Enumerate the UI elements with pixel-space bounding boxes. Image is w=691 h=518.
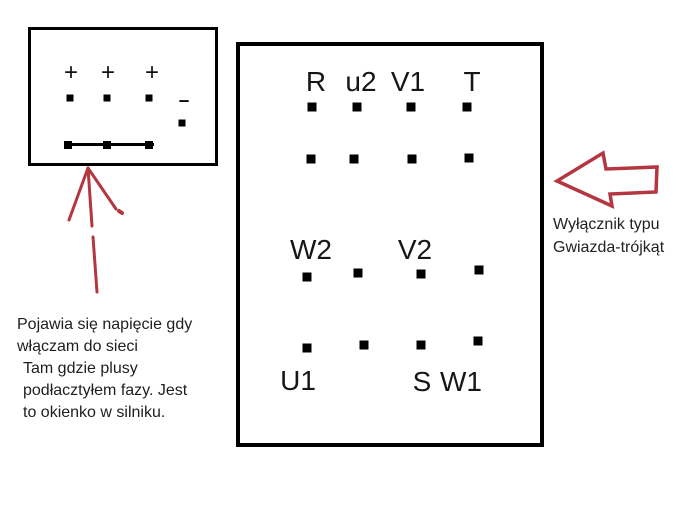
terminal-dot — [352, 102, 362, 112]
terminal-dot — [306, 154, 316, 164]
terminal-dot — [353, 268, 363, 278]
terminal-dot — [407, 154, 417, 164]
switch-caption-line: Gwiazda-trójkąt — [553, 239, 665, 256]
terminal-dot — [349, 154, 359, 164]
plus-symbol: + — [144, 59, 160, 86]
terminal-dot — [406, 102, 416, 112]
terminal-dot — [359, 340, 369, 350]
terminal-dot — [302, 343, 312, 353]
terminal-dot — [145, 141, 153, 149]
note-line: to okienko w silniku. — [23, 404, 166, 421]
terminal-label-v2: V2 — [397, 234, 433, 265]
terminal-dot — [103, 141, 111, 149]
terminal-label-u1: U1 — [280, 365, 316, 396]
arrow-tail-icon — [91, 235, 99, 294]
plus-symbol: + — [100, 59, 116, 86]
terminal-dot — [302, 272, 312, 282]
block-arrow-icon — [553, 150, 659, 209]
plus-symbol: + — [63, 59, 79, 86]
arrow-barb-icon — [86, 166, 118, 211]
terminal-dot — [462, 102, 472, 112]
terminal-dot — [416, 340, 426, 350]
switch-caption: Wyłącznik typu Gwiazda-trójkąt — [553, 213, 664, 259]
terminal-dot — [178, 119, 186, 127]
terminal-label-w1: W1 — [440, 366, 482, 397]
terminal-label-t: T — [463, 66, 481, 97]
terminal-label-u2: u2 — [345, 66, 377, 97]
arrow-stray-dot-icon — [117, 209, 124, 215]
terminal-label-w2: W2 — [290, 234, 332, 265]
minus-symbol: – — [178, 90, 190, 112]
terminal-board-box — [236, 42, 544, 447]
note-line: podłacztyłem fazy. Jest — [23, 382, 188, 399]
terminal-dot — [464, 153, 474, 163]
terminal-dot — [145, 94, 153, 102]
terminal-dot — [416, 269, 426, 279]
terminal-dot — [307, 102, 317, 112]
arrow-barb-icon — [67, 166, 90, 222]
terminal-dot — [66, 94, 74, 102]
terminal-dot — [103, 94, 111, 102]
note-line: Tam gdzie plusy — [23, 360, 138, 377]
terminal-label-s: S — [412, 366, 432, 397]
terminal-label-r: R — [305, 66, 327, 97]
switch-caption-line: Wyłącznik typu — [553, 216, 660, 233]
arrow-tail-icon — [86, 166, 94, 228]
terminal-dot — [474, 265, 484, 275]
terminal-dot — [64, 141, 72, 149]
terminal-label-v1: V1 — [390, 66, 426, 97]
note-line: włączam do sieci — [17, 338, 138, 355]
terminal-dot — [473, 336, 483, 346]
voltage-note: Pojawia się napięcie gdy włączam do siec… — [17, 314, 192, 424]
motor-window-box — [28, 27, 218, 166]
note-line: Pojawia się napięcie gdy — [17, 316, 193, 333]
